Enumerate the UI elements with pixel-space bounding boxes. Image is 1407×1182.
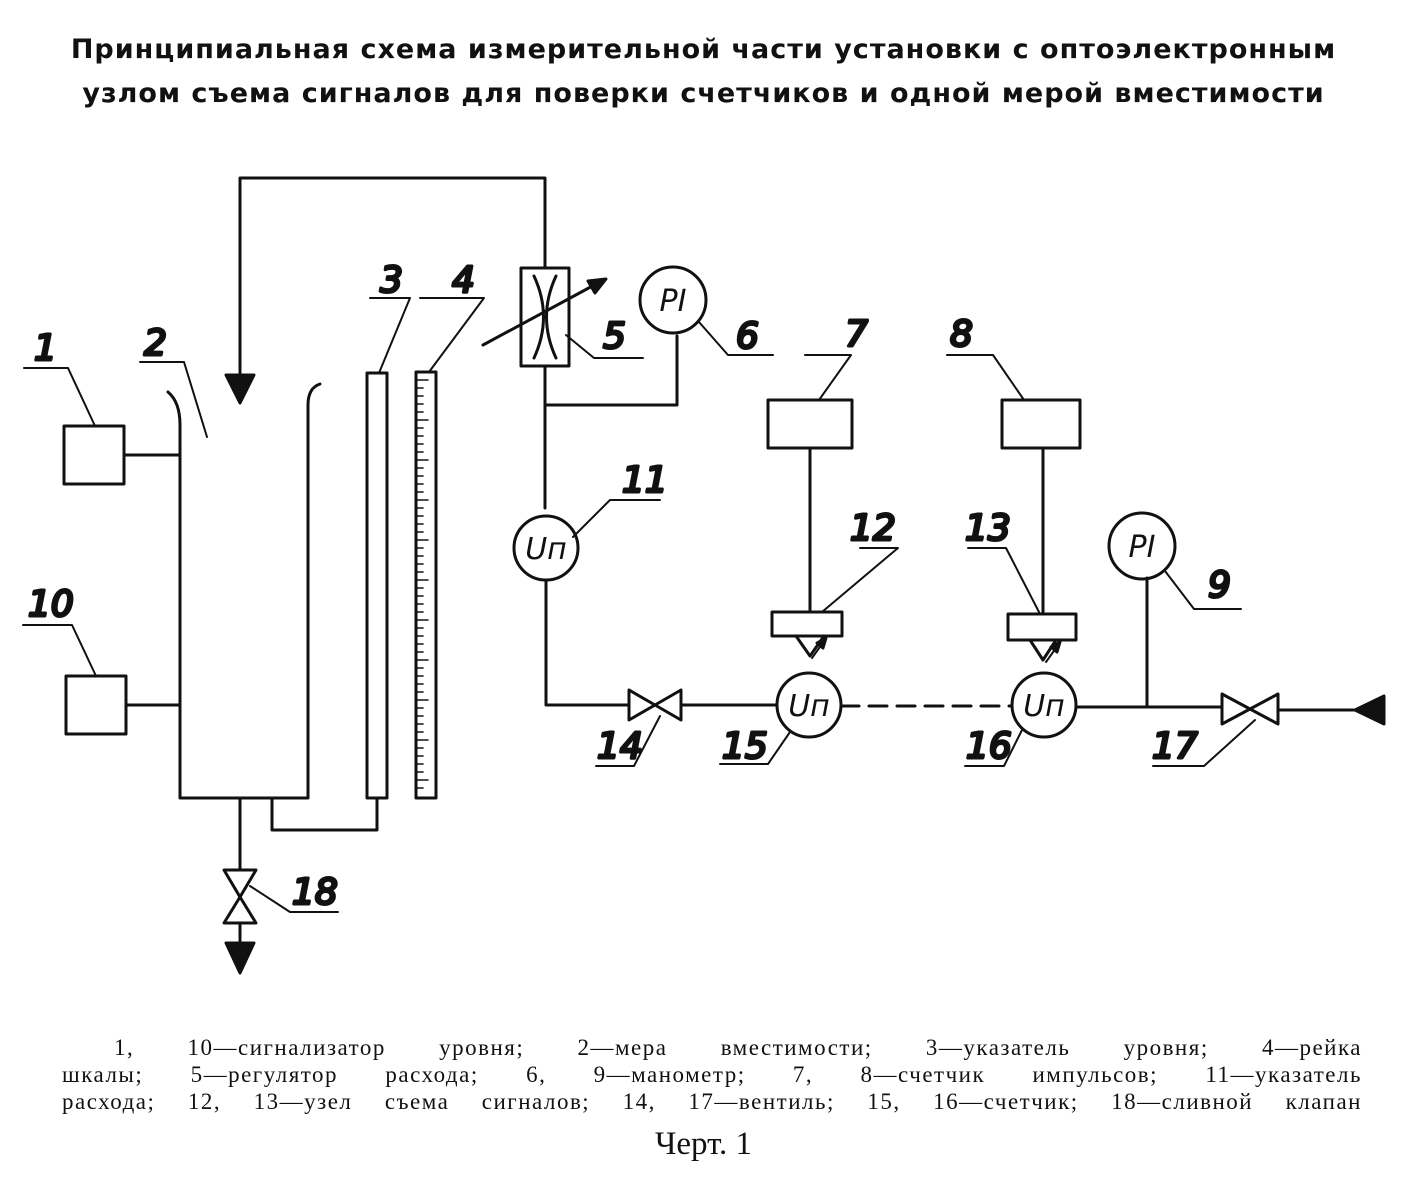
label-13: 13 xyxy=(965,508,1011,549)
leader-lines xyxy=(22,297,1256,913)
signal-pickup-13 xyxy=(1006,612,1078,663)
label-18: 18 xyxy=(292,872,338,913)
capacity-measure-vessel xyxy=(166,382,379,975)
manometer-9 xyxy=(1107,511,1177,581)
scale-rod xyxy=(414,370,438,800)
legend-line-1: 1, 10—сигнализатор уровня; 2—мера вмести… xyxy=(114,1035,1362,1060)
label-15: 15 xyxy=(722,726,768,767)
figure-caption: Черт. 1 xyxy=(654,1126,753,1162)
flow-indicator-11 xyxy=(512,514,631,707)
label-12: 12 xyxy=(850,508,896,549)
label-9: 9 xyxy=(1208,565,1231,606)
pulse-counter-8 xyxy=(1000,398,1082,616)
label-2: 2 xyxy=(144,323,167,364)
label-14: 14 xyxy=(597,726,643,767)
supply-arrow-icon xyxy=(1353,694,1386,726)
main-pipe-upper xyxy=(543,334,679,510)
legend: 1, 10—сигнализатор уровня; 2—мера вмести… xyxy=(62,1034,1362,1115)
flow-indicator-11-symbol: Uп xyxy=(525,532,567,567)
manometer-6 xyxy=(638,265,708,335)
inflow-arrow-icon xyxy=(224,373,256,405)
return-pipe xyxy=(224,176,547,405)
legend-line-2: шкалы; 5—регулятор расхода; 6, 9—маномет… xyxy=(62,1062,1362,1087)
label-17: 17 xyxy=(1152,726,1198,767)
label-16: 16 xyxy=(966,726,1012,767)
signal-pickup-12 xyxy=(770,610,844,659)
level-signaler-10 xyxy=(64,674,182,736)
meter-16 xyxy=(1010,576,1224,739)
diagram-title: Принципиальная схема измерительной части… xyxy=(0,28,1407,116)
label-5: 5 xyxy=(603,316,626,357)
level-indicator xyxy=(365,371,389,800)
meter-15-symbol: Uп xyxy=(788,689,830,724)
diagram-title-line-1: Принципиальная схема измерительной части… xyxy=(70,34,1337,65)
drain-arrow-icon xyxy=(224,941,256,975)
label-8: 8 xyxy=(950,314,973,355)
level-signaler-1 xyxy=(62,424,182,486)
legend-line-3: расхода; 12, 13—узел съема сигналов; 14,… xyxy=(62,1089,1362,1114)
label-4: 4 xyxy=(452,260,475,301)
pulse-counter-7 xyxy=(766,398,854,614)
label-1: 1 xyxy=(34,328,57,369)
manometer-6-symbol: PI xyxy=(660,284,687,319)
flow-regulator xyxy=(481,266,608,368)
label-10: 10 xyxy=(28,584,74,625)
manometer-9-symbol: PI xyxy=(1129,530,1156,565)
label-3: 3 xyxy=(380,260,403,301)
meter-16-symbol: Uп xyxy=(1023,689,1065,724)
label-6: 6 xyxy=(736,316,759,357)
valve-14 xyxy=(627,688,779,722)
label-7: 7 xyxy=(845,314,868,355)
valve-17 xyxy=(1220,692,1386,726)
label-11: 11 xyxy=(622,460,668,501)
diagram-title-line-2: узлом съема сигналов для поверки счетчик… xyxy=(82,78,1325,109)
drain-valve xyxy=(222,868,258,925)
